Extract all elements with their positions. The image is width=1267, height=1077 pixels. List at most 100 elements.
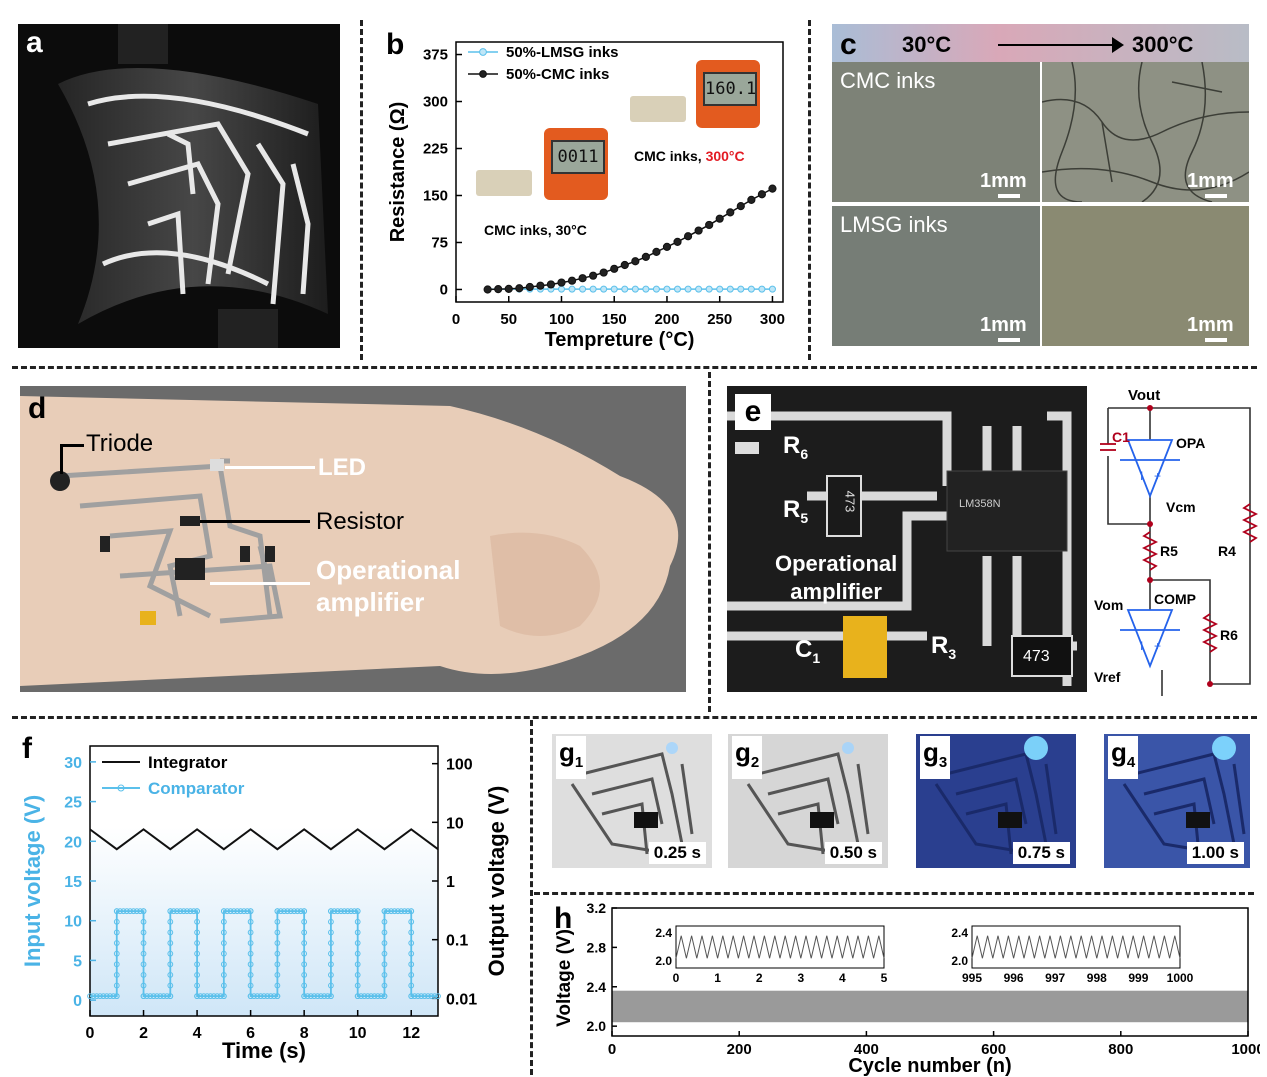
scalebar-line <box>1205 338 1227 342</box>
data-point <box>652 285 660 293</box>
data-point <box>301 908 308 915</box>
data-point <box>411 993 418 1000</box>
data-point <box>328 940 334 946</box>
data-point <box>757 190 767 199</box>
sample-cold <box>476 170 532 196</box>
data-point <box>328 972 334 978</box>
data-point <box>241 908 247 915</box>
board-resistor-code: 473 <box>842 490 858 513</box>
inset-y-tick-label: 2.4 <box>655 926 672 940</box>
schem-r5: R5 <box>1160 543 1178 559</box>
data-point <box>307 993 314 1000</box>
data-point <box>194 940 200 946</box>
data-point <box>167 940 174 946</box>
x-tick-label: 1000 <box>1231 1041 1260 1058</box>
plot-background <box>90 746 438 1016</box>
data-point <box>247 908 254 915</box>
data-point <box>184 908 190 915</box>
x-tick-label: 2 <box>139 1025 148 1042</box>
data-point <box>247 940 254 946</box>
scalebar-line <box>1205 194 1227 198</box>
panel-label-e: e <box>735 394 771 430</box>
data-point <box>180 908 187 915</box>
x-axis-label: Time (s) <box>222 1038 306 1063</box>
scalebar-1: 1mm <box>980 170 1027 192</box>
voltage-band <box>612 990 1248 1023</box>
divider <box>534 892 1254 895</box>
board-c1: C1 <box>795 636 821 666</box>
y-tick-label: 2.0 <box>587 1018 607 1034</box>
data-point <box>408 918 415 925</box>
x-tick-label: 4 <box>193 1025 202 1042</box>
data-point <box>317 993 324 1000</box>
data-point <box>328 993 334 1000</box>
legend-label: 50%-LMSG inks <box>506 44 619 61</box>
data-point <box>113 929 120 936</box>
circuit-schematic: Vout C1 OPA I + Vcm R5 R4 Vom COMP I + R… <box>1094 387 1259 696</box>
data-point <box>123 908 130 915</box>
y-tick-label: 0 <box>73 993 82 1010</box>
data-point <box>726 285 734 293</box>
data-point <box>284 908 291 915</box>
data-point <box>147 993 154 1000</box>
inset-x-tick-label: 0 <box>673 971 680 985</box>
data-point <box>578 274 587 283</box>
data-point <box>194 993 200 1000</box>
y-right-axis-label: Output voltage (V) <box>484 786 509 977</box>
data-point <box>705 285 713 293</box>
data-point <box>301 940 308 946</box>
data-point <box>167 982 174 989</box>
data-point <box>107 993 113 1000</box>
data-point <box>621 285 629 293</box>
divider <box>530 720 533 1075</box>
data-point <box>220 929 227 936</box>
data-point <box>421 993 428 1000</box>
data-point <box>301 918 308 925</box>
data-point <box>388 908 395 915</box>
g-frame-time: 0.50 s <box>824 842 882 864</box>
inset-x-tick-label: 3 <box>797 971 804 985</box>
temperature-bar <box>832 24 1249 62</box>
y-axis-label: Input voltage (V) <box>20 795 45 967</box>
inset-x-tick-label: 998 <box>1087 971 1107 985</box>
inset-x-tick-label: 4 <box>839 971 846 985</box>
data-point <box>747 195 756 204</box>
schem-vom: Vom <box>1094 597 1123 613</box>
data-point <box>408 961 415 968</box>
y-tick-label: 2.8 <box>587 939 607 955</box>
panel-e-schematic: Vout C1 OPA I + Vcm R5 R4 Vom COMP I + R… <box>1090 384 1260 696</box>
data-point <box>301 961 308 968</box>
x-tick-label: 6 <box>246 1025 255 1042</box>
data-point <box>207 993 214 1000</box>
y-tick-label: 20 <box>64 834 82 851</box>
legend-label: Comparator <box>148 779 245 798</box>
data-point <box>716 285 724 293</box>
g-frame-label: g1 <box>556 736 587 780</box>
scalebar-4: 1mm <box>1187 314 1234 336</box>
g-frame-time: 1.00 s <box>1186 842 1244 864</box>
data-point <box>113 993 120 1000</box>
y-right-tick-label: 0.1 <box>446 933 468 950</box>
legend-marker <box>117 784 125 792</box>
y-tick-label: 150 <box>423 187 448 204</box>
series-line <box>487 187 773 291</box>
data-point <box>515 284 524 293</box>
data-point <box>408 908 415 915</box>
data-point <box>425 993 431 1000</box>
data-point <box>525 282 534 292</box>
data-point <box>483 285 492 294</box>
data-point <box>354 950 361 957</box>
data-point <box>579 285 587 293</box>
series-line <box>89 828 439 851</box>
data-point <box>631 257 640 266</box>
data-point <box>557 285 565 293</box>
divider <box>12 716 1257 719</box>
data-point <box>683 232 693 241</box>
divider <box>708 372 711 712</box>
row-label-lmsg: LMSG inks <box>840 212 948 237</box>
data-point <box>404 908 411 915</box>
data-point <box>103 993 110 1000</box>
data-point <box>220 940 227 946</box>
data-point <box>113 918 120 925</box>
